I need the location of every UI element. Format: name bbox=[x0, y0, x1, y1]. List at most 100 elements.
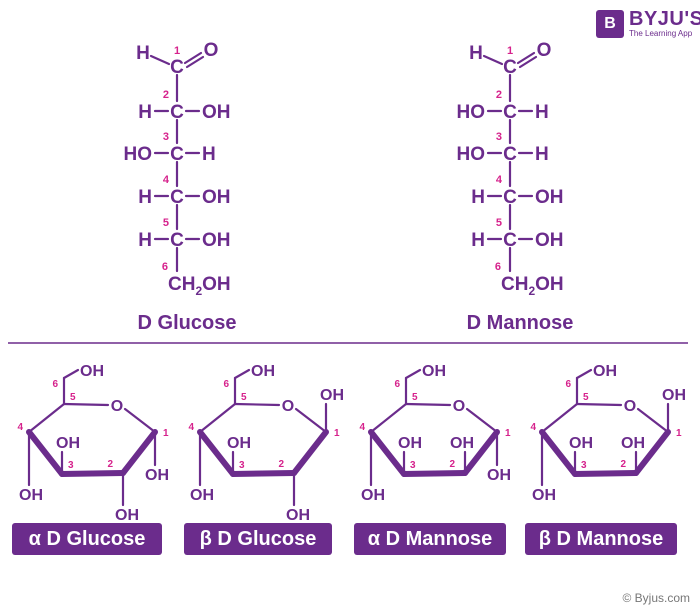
fischer-1-bond-o-1 bbox=[183, 51, 203, 65]
fischer-2-carbon-number-5: 5 bbox=[496, 217, 502, 229]
ring-4-c6-oh: OH bbox=[593, 363, 617, 380]
fischer-2-carbon-number-6: 6 bbox=[495, 261, 501, 273]
ring-2-c3-oh: OH bbox=[227, 435, 251, 452]
ring-4-number-2: 2 bbox=[620, 459, 626, 470]
fischer-2-carbon-number-1: 1 bbox=[507, 45, 513, 57]
logo-name: BYJU'S bbox=[629, 8, 700, 30]
fischer-1-carbon-1: C bbox=[170, 57, 184, 78]
ring-4-c1-oh: OH bbox=[662, 387, 686, 404]
ring-2-number-3: 3 bbox=[239, 460, 245, 471]
byjus-logo: B BYJU'S The Learning App bbox=[596, 8, 700, 42]
ring-4-number-3: 3 bbox=[581, 460, 587, 471]
fischer-1-carbon-number-2: 2 bbox=[163, 89, 169, 101]
ring-1-bond-c2-c3 bbox=[59, 470, 126, 477]
ring-3-bond-c1-c2 bbox=[462, 429, 500, 476]
ring-4-bond-c6-oh bbox=[575, 368, 593, 380]
ring-1-c3-oh: OH bbox=[56, 435, 80, 452]
ring-3-bond-c2-c3 bbox=[401, 470, 468, 477]
fischer-1-c6-group: CH2OH bbox=[168, 274, 231, 298]
ring-3-c2-oh: OH bbox=[450, 435, 474, 452]
fischer-2-left-group-2: HO bbox=[457, 102, 486, 123]
label-alpha-d-glucose: α D Glucose bbox=[12, 523, 162, 555]
fischer-2-carbon-5: C bbox=[503, 230, 517, 251]
ring-3-number-5: 5 bbox=[412, 392, 418, 403]
ring-3-bond-c3-c4 bbox=[368, 429, 407, 477]
ring-3-number-4: 4 bbox=[359, 422, 365, 433]
ring-1-number-2: 2 bbox=[107, 459, 113, 470]
image-credit: © Byjus.com bbox=[622, 591, 690, 605]
ring-1-c2-oh: OH bbox=[115, 507, 139, 524]
fischer-1-left-group-3: HO bbox=[124, 144, 153, 165]
fischer-2-bond-h bbox=[482, 54, 504, 66]
fischer-1-right-group-5: OH bbox=[202, 230, 231, 251]
ring-4-ring-oxygen: O bbox=[624, 398, 636, 415]
ring-2-bond-c1-c2 bbox=[291, 429, 329, 476]
fischer-1-bond-h bbox=[149, 54, 171, 66]
ring-4-bond-c1-c2 bbox=[633, 429, 671, 476]
ring-4-number-5: 5 bbox=[583, 392, 589, 403]
fischer-1-carbon-number-3: 3 bbox=[163, 131, 169, 143]
ring-1-bond-c5-o bbox=[62, 402, 110, 407]
logo-mark-icon: B bbox=[596, 10, 624, 38]
ring-3-number-1: 1 bbox=[505, 428, 511, 439]
fischer-2-carbon-number-3: 3 bbox=[496, 131, 502, 143]
ring-1-number-6: 6 bbox=[52, 379, 58, 390]
fischer-1-right-group-3: H bbox=[202, 144, 216, 165]
ring-1-bond-c4-c5 bbox=[27, 402, 66, 434]
ring-1-c6-oh: OH bbox=[80, 363, 104, 380]
fischer-1-carbon-number-1: 1 bbox=[174, 45, 180, 57]
fischer-2-carbon-number-2: 2 bbox=[496, 89, 502, 101]
ring-4-bond-c2-c3 bbox=[572, 470, 639, 477]
ring-2-ring-oxygen: O bbox=[282, 398, 294, 415]
ring-4-c3-oh: OH bbox=[569, 435, 593, 452]
ring-2-c1-oh: OH bbox=[320, 387, 344, 404]
fischer-2-right-group-3: H bbox=[535, 144, 549, 165]
ring-1-number-1: 1 bbox=[163, 428, 169, 439]
ring-2-c4-oh: OH bbox=[190, 487, 214, 504]
ring-3-ring-oxygen: O bbox=[453, 398, 465, 415]
fischer-1-left-group-4: H bbox=[138, 187, 152, 208]
fischer-1-carbon-number-6: 6 bbox=[162, 261, 168, 273]
fischer-2-c6-group: CH2OH bbox=[501, 274, 564, 298]
ring-4-c4-oh: OH bbox=[532, 487, 556, 504]
ring-2-bond-c2-c3 bbox=[230, 470, 297, 477]
ring-3-c3-oh: OH bbox=[398, 435, 422, 452]
fischer-1-aldehyde-h: H bbox=[136, 43, 150, 64]
fischer-1-carbon-2: C bbox=[170, 102, 184, 123]
ring-2-number-5: 5 bbox=[241, 392, 247, 403]
ring-2-number-1: 1 bbox=[334, 428, 340, 439]
fischer-2-carbon-4: C bbox=[503, 187, 517, 208]
fischer-2-carbon-3: C bbox=[503, 144, 517, 165]
ring-2-bond-c6-oh bbox=[233, 368, 251, 380]
ring-4-bond-c5-o bbox=[575, 402, 623, 407]
ring-3-number-3: 3 bbox=[410, 460, 416, 471]
ring-1-bond-c1-c2 bbox=[120, 429, 158, 476]
ring-4-bond-o-c1 bbox=[636, 407, 670, 434]
fischer-2-right-group-4: OH bbox=[535, 187, 564, 208]
fischer-2-carbon-2: C bbox=[503, 102, 517, 123]
ring-1-number-3: 3 bbox=[68, 460, 74, 471]
ring-1-ring-oxygen: O bbox=[111, 398, 123, 415]
ring-4-number-4: 4 bbox=[530, 422, 536, 433]
fischer-1-bond-o-2 bbox=[185, 55, 205, 69]
ring-3-c4-oh: OH bbox=[361, 487, 385, 504]
fischer-1-left-group-5: H bbox=[138, 230, 152, 251]
fischer-1-carbon-number-5: 5 bbox=[163, 217, 169, 229]
fischer-1-aldehyde-o: O bbox=[204, 40, 219, 61]
fischer-2-right-group-5: OH bbox=[535, 230, 564, 251]
ring-3-c6-oh: OH bbox=[422, 363, 446, 380]
ring-2-bond-c3-c4 bbox=[197, 429, 236, 477]
ring-3-number-6: 6 bbox=[394, 379, 400, 390]
ring-4-number-1: 1 bbox=[676, 428, 682, 439]
fischer-1-left-group-2: H bbox=[138, 102, 152, 123]
fischer-2-right-group-2: H bbox=[535, 102, 549, 123]
fischer-1-carbon-5: C bbox=[170, 230, 184, 251]
fischer-2-left-group-5: H bbox=[471, 230, 485, 251]
fischer-1-carbon-3: C bbox=[170, 144, 184, 165]
fischer-2-carbon-1: C bbox=[503, 57, 517, 78]
ring-2-bond-o-c1 bbox=[294, 407, 328, 434]
logo-tagline: The Learning App bbox=[629, 29, 693, 38]
ring-3-bond-c5-o bbox=[404, 402, 452, 407]
